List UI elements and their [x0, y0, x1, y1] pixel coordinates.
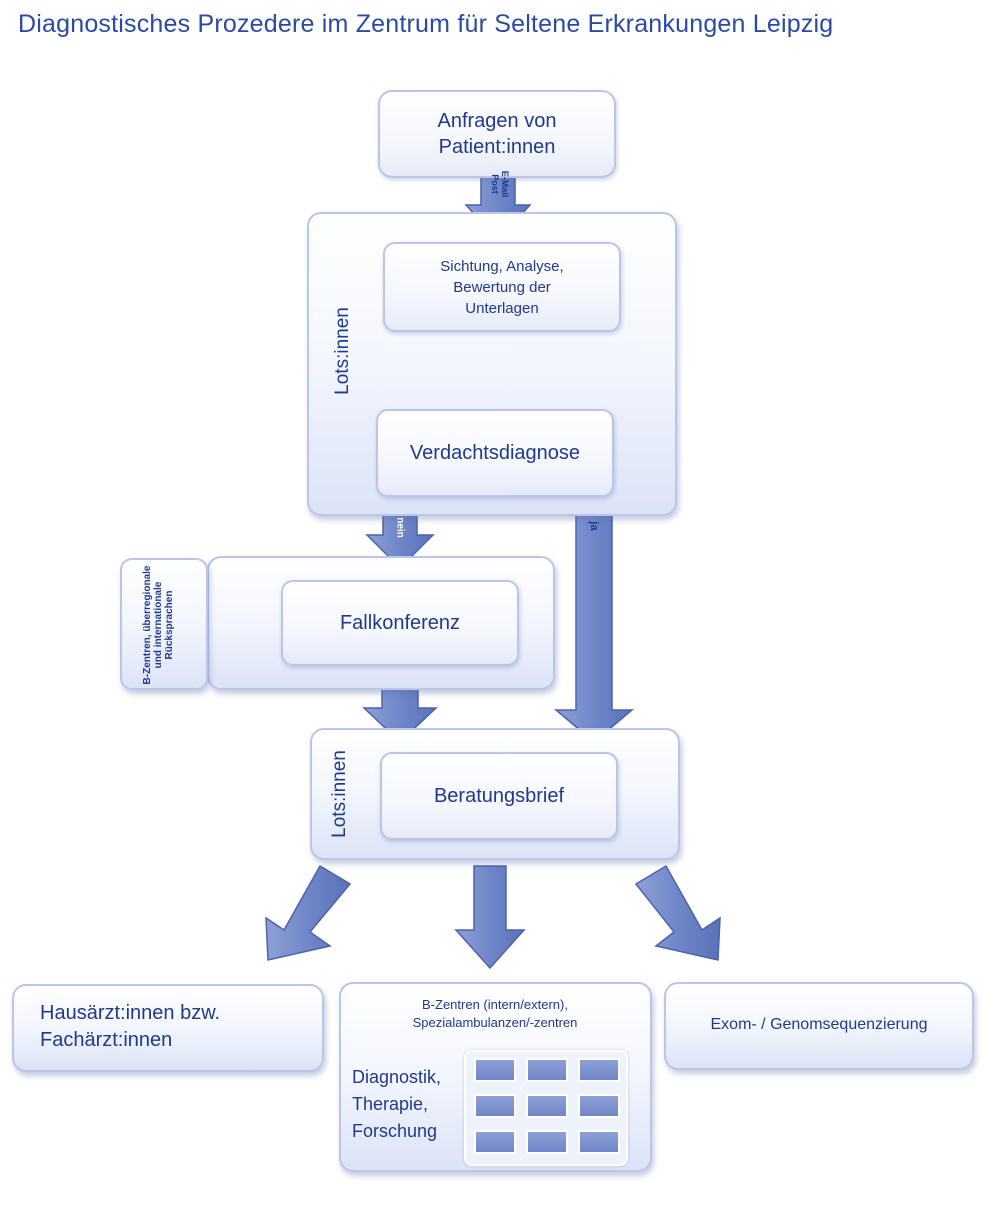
node-bzentren-header: B-Zentren (intern/extern), Spezialambula…	[412, 997, 578, 1030]
node-fallkonferenz-label: Fallkonferenz	[339, 611, 461, 634]
node-bzentren-list: Diagnostik, Therapie, Forschung	[352, 1067, 442, 1141]
grid-cell	[526, 1130, 568, 1154]
node-verdacht-label: Verdachtsdiagnose	[409, 441, 581, 464]
node-hausarzt	[12, 984, 324, 1072]
node-sichtung: Sichtung, Analyse, Bewertung der Unterla…	[383, 242, 621, 332]
label-nein: nein	[394, 517, 406, 538]
node-beratungsbrief-label: Beratungsbrief	[433, 784, 565, 807]
node-anfragen: Anfragen von Patient:innen	[378, 90, 616, 178]
grid-cell	[474, 1058, 516, 1082]
node-beratungsbrief: Beratungsbrief	[380, 752, 618, 840]
grid-cell	[474, 1094, 516, 1118]
grid-cell	[526, 1058, 568, 1082]
side-box-rueckspracheN	[120, 558, 208, 690]
node-exom	[664, 982, 974, 1070]
node-exom-label: Exom- / Genomsequenzierung	[710, 1016, 928, 1033]
node-verdacht: Verdachtsdiagnose	[376, 409, 614, 497]
arrow-ja	[553, 503, 635, 743]
grid-cell	[474, 1130, 516, 1154]
arrow-to-exom	[634, 864, 721, 961]
grid-cell	[578, 1058, 620, 1082]
node-anfragen-label: Anfragen von Patient:innen	[437, 110, 557, 158]
grid-cell	[526, 1094, 568, 1118]
grid-cell	[578, 1094, 620, 1118]
node-hausarzt-label: Hausärzt:innen bzw. Fachärzt:innen	[40, 1002, 221, 1051]
label-lotsinnen-top: Lots:innen	[332, 307, 353, 395]
label-ja: ja	[588, 521, 600, 531]
arrow-to-bzentren	[454, 865, 526, 970]
diagram-title: Diagnostisches Prozedere im Zentrum für …	[18, 10, 834, 38]
side-box-label: B-Zentren, überregionale und internation…	[142, 565, 175, 685]
grid-cell	[578, 1130, 620, 1154]
node-sichtung-label: Sichtung, Analyse, Bewertung der Unterla…	[440, 257, 564, 317]
label-lotsinnen-bottom: Lots:innen	[329, 750, 350, 838]
label-email-post: E-Mail Post	[490, 170, 510, 198]
node-fallkonferenz: Fallkonferenz	[281, 580, 519, 666]
arrow-to-hausarzt	[265, 864, 352, 961]
